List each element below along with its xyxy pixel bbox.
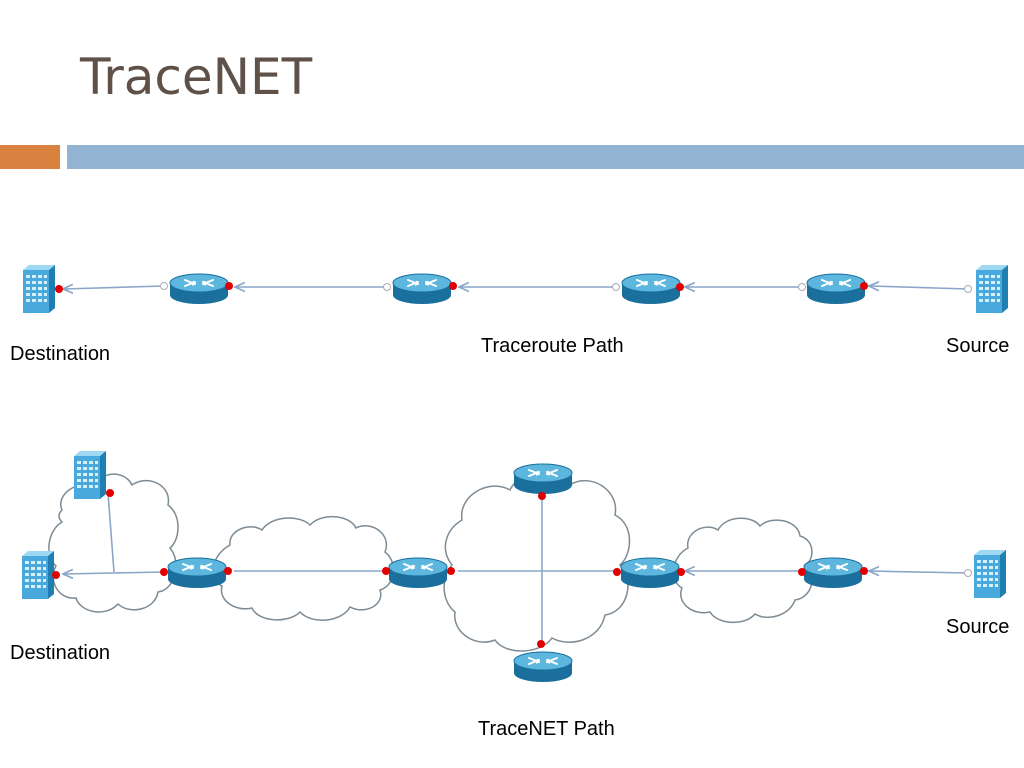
router-icon	[803, 557, 863, 589]
cloud-icon	[212, 516, 395, 621]
title-divider-bar	[67, 145, 1024, 169]
router-icon	[513, 651, 573, 683]
destination-label: Destination	[10, 642, 111, 664]
router-icon	[388, 557, 448, 589]
router-icon	[169, 273, 229, 305]
link	[64, 572, 165, 574]
link	[64, 286, 165, 289]
link	[870, 571, 969, 573]
router-icon	[167, 557, 227, 589]
source-host-icon	[976, 265, 1008, 313]
source-label: Source	[946, 335, 1010, 357]
tracenet-path	[64, 492, 969, 644]
traceroute-path	[64, 286, 969, 289]
router-icon	[806, 273, 866, 305]
tracenet-caption: TraceNET Path	[478, 718, 615, 740]
subnet-host-icon	[74, 451, 106, 499]
interface-dots	[52, 489, 868, 648]
traceroute-caption: Traceroute Path	[481, 335, 624, 357]
destination-host-icon	[22, 551, 54, 599]
router-icon	[392, 273, 452, 305]
interface-dots	[55, 282, 868, 293]
router-icon	[513, 463, 573, 495]
router-icon	[621, 273, 681, 305]
destination-label: Destination	[10, 343, 111, 365]
slide-title: TraceNET	[80, 48, 313, 106]
title-accent-bar	[0, 145, 60, 169]
destination-host-icon	[23, 265, 55, 313]
source-label: Source	[946, 616, 1010, 638]
cloud-icon	[443, 471, 631, 652]
link	[107, 492, 115, 573]
router-icon	[620, 557, 680, 589]
link	[870, 286, 969, 289]
source-host-icon	[974, 550, 1006, 598]
